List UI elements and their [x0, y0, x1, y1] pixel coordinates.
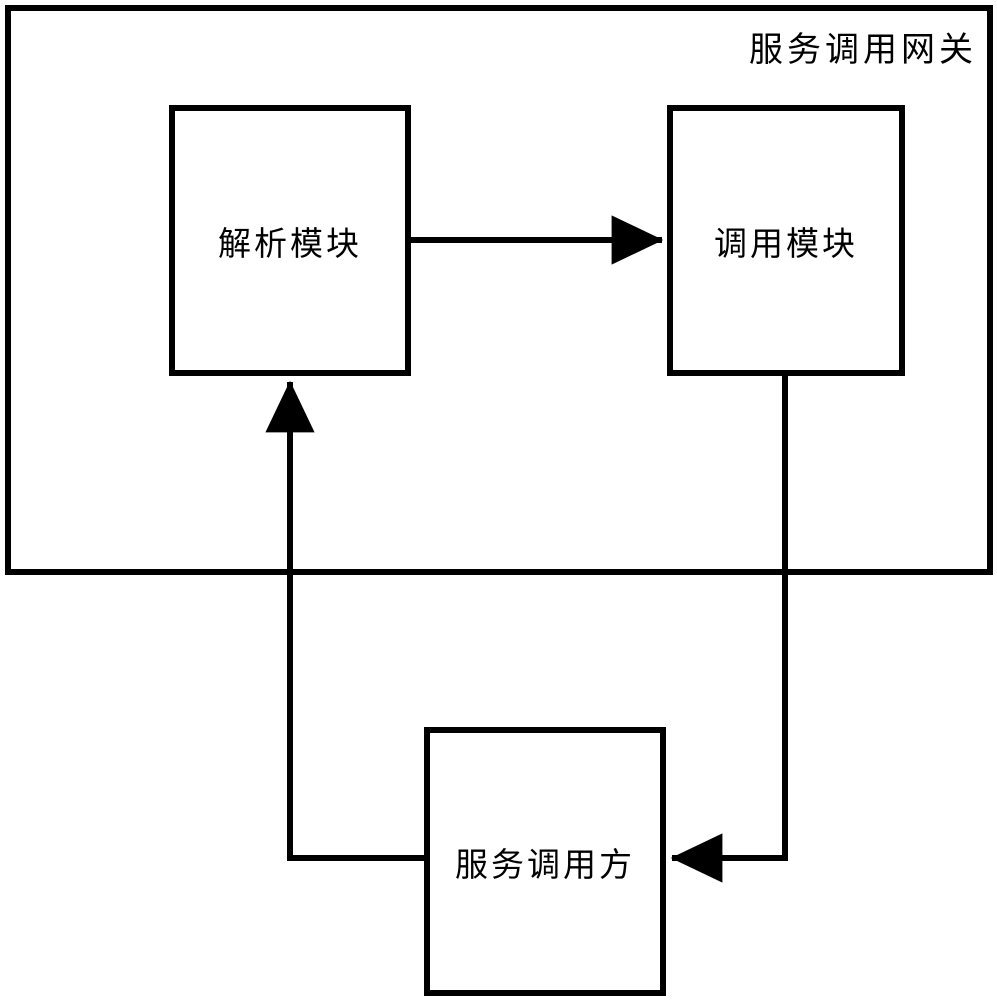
edge-invoke-to-caller-line	[670, 373, 788, 883]
gateway-container-border	[5, 5, 993, 575]
gateway-title: 服务调用网关	[749, 30, 977, 70]
parse-module-box[interactable]	[169, 105, 411, 376]
service-caller-box[interactable]	[424, 727, 666, 996]
invoke-module-box[interactable]	[667, 105, 905, 376]
edge-caller-to-parse-line	[265, 380, 427, 861]
